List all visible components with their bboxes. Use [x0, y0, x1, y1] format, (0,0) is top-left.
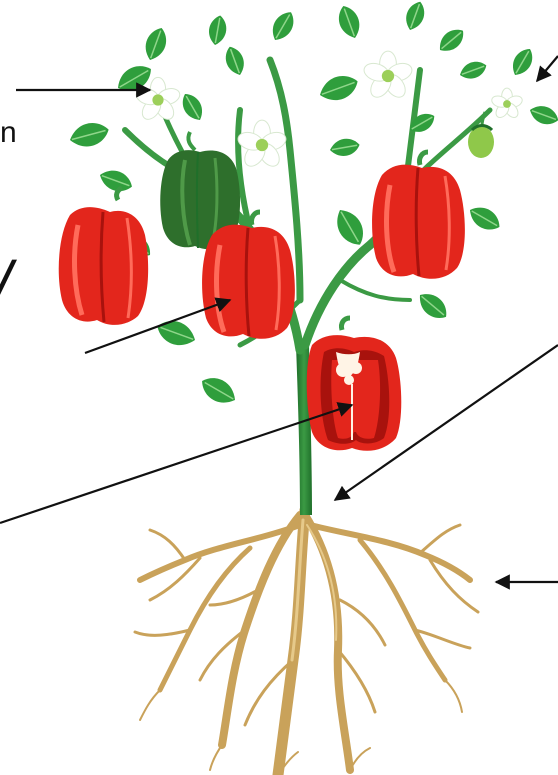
- leaf: [178, 90, 208, 125]
- pepper-cross-section: [307, 318, 402, 451]
- flower: [490, 88, 523, 120]
- leaf: [154, 316, 199, 351]
- leaf: [457, 58, 489, 83]
- leaf: [465, 202, 504, 236]
- leaf: [334, 3, 364, 42]
- ripe-pepper-left: [59, 188, 148, 325]
- leaf: [67, 119, 112, 151]
- leaf: [329, 136, 362, 158]
- leaf: [197, 372, 241, 410]
- flower: [362, 51, 414, 101]
- ripe-pepper-right: [372, 152, 465, 279]
- arrow-to-fruit-cross-section: [0, 405, 352, 523]
- leaf: [435, 24, 469, 56]
- leaf: [207, 14, 229, 47]
- leaf: [141, 25, 171, 64]
- leaf: [414, 288, 452, 325]
- leaf: [330, 204, 370, 250]
- arrow-to-flower-bud: [537, 56, 558, 81]
- leaf: [402, 0, 428, 33]
- stem: [125, 60, 490, 515]
- leaf: [267, 8, 299, 45]
- leaf: [508, 45, 538, 80]
- leaf: [222, 44, 248, 78]
- flower: [236, 120, 288, 170]
- leaf: [527, 102, 558, 128]
- roots: [135, 510, 478, 775]
- leaf: [316, 71, 361, 106]
